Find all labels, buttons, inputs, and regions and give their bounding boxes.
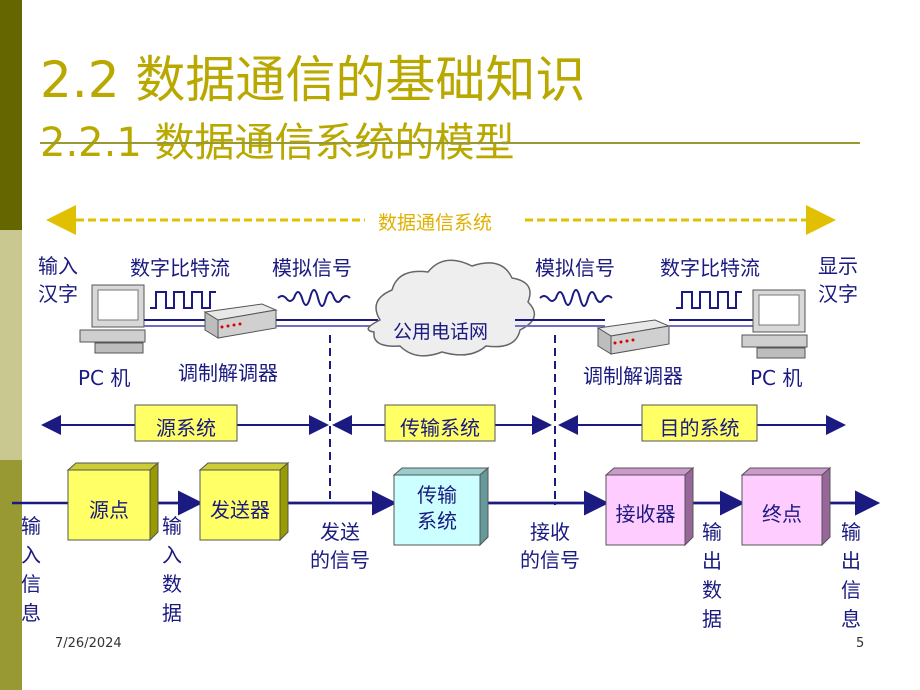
page-number: 5 [856, 636, 865, 651]
footer-date: 7/26/2024 [55, 636, 122, 651]
modem-left-icon [203, 303, 278, 339]
block-receiver [604, 466, 695, 547]
left-decoration-strip [0, 0, 22, 690]
title-underline [40, 142, 860, 144]
sent-signal-label: 发送 的信号 [310, 520, 370, 572]
display-chinese-label: 显示 汉字 [818, 254, 858, 306]
block-destination [740, 466, 832, 547]
network-label: 公用电话网 [393, 321, 489, 343]
digital-stream-right-label: 数字比特流 [660, 256, 760, 280]
input-data-label: 输入数据 [162, 514, 182, 625]
segment-source-box [134, 404, 238, 442]
received-signal-label: 接收 的信号 [520, 520, 580, 572]
block-source [66, 461, 160, 542]
block-destination-label: 终点 [762, 502, 802, 526]
segment-transmission-box [384, 404, 496, 442]
analog-wave-right [539, 289, 613, 307]
block-transmission-label: 传输 系统 [417, 483, 457, 533]
slide-title: 2.2 数据通信的基础知识 [40, 51, 586, 109]
output-data-label: 输出数据 [702, 520, 722, 631]
pc-right-icon [741, 289, 808, 359]
block-source-label: 源点 [89, 498, 129, 522]
modem-right-label: 调制解调器 [583, 364, 683, 388]
digital-waveform-right [676, 291, 742, 309]
block-transmission [392, 466, 490, 547]
digital-stream-left-label: 数字比特流 [130, 256, 230, 280]
analog-wave-left [277, 289, 351, 307]
digital-waveform-left [150, 291, 216, 309]
pc-left-icon [79, 284, 146, 354]
cloud-icon [367, 259, 536, 357]
transmission-system-label: 传输系统 [400, 416, 480, 440]
pc-right-label: PC 机 [750, 366, 803, 390]
modem-left-label: 调制解调器 [178, 361, 278, 385]
modem-right-icon [596, 319, 671, 355]
analog-signal-right-label: 模拟信号 [535, 256, 615, 280]
pc-left-label: PC 机 [78, 366, 131, 390]
block-transmitter [198, 461, 290, 542]
block-transmitter-label: 发送器 [210, 498, 270, 522]
destination-system-label: 目的系统 [659, 416, 740, 440]
analog-signal-left-label: 模拟信号 [272, 256, 352, 280]
input-info-label: 输入信息 [21, 514, 41, 625]
system-label: 数据通信系统 [378, 212, 493, 234]
block-receiver-label: 接收器 [615, 502, 676, 526]
source-system-label: 源系统 [156, 416, 216, 440]
output-info-label: 输出信息 [841, 520, 861, 631]
input-chinese-label: 输入 汉字 [38, 254, 78, 306]
segment-destination-box [641, 404, 758, 442]
